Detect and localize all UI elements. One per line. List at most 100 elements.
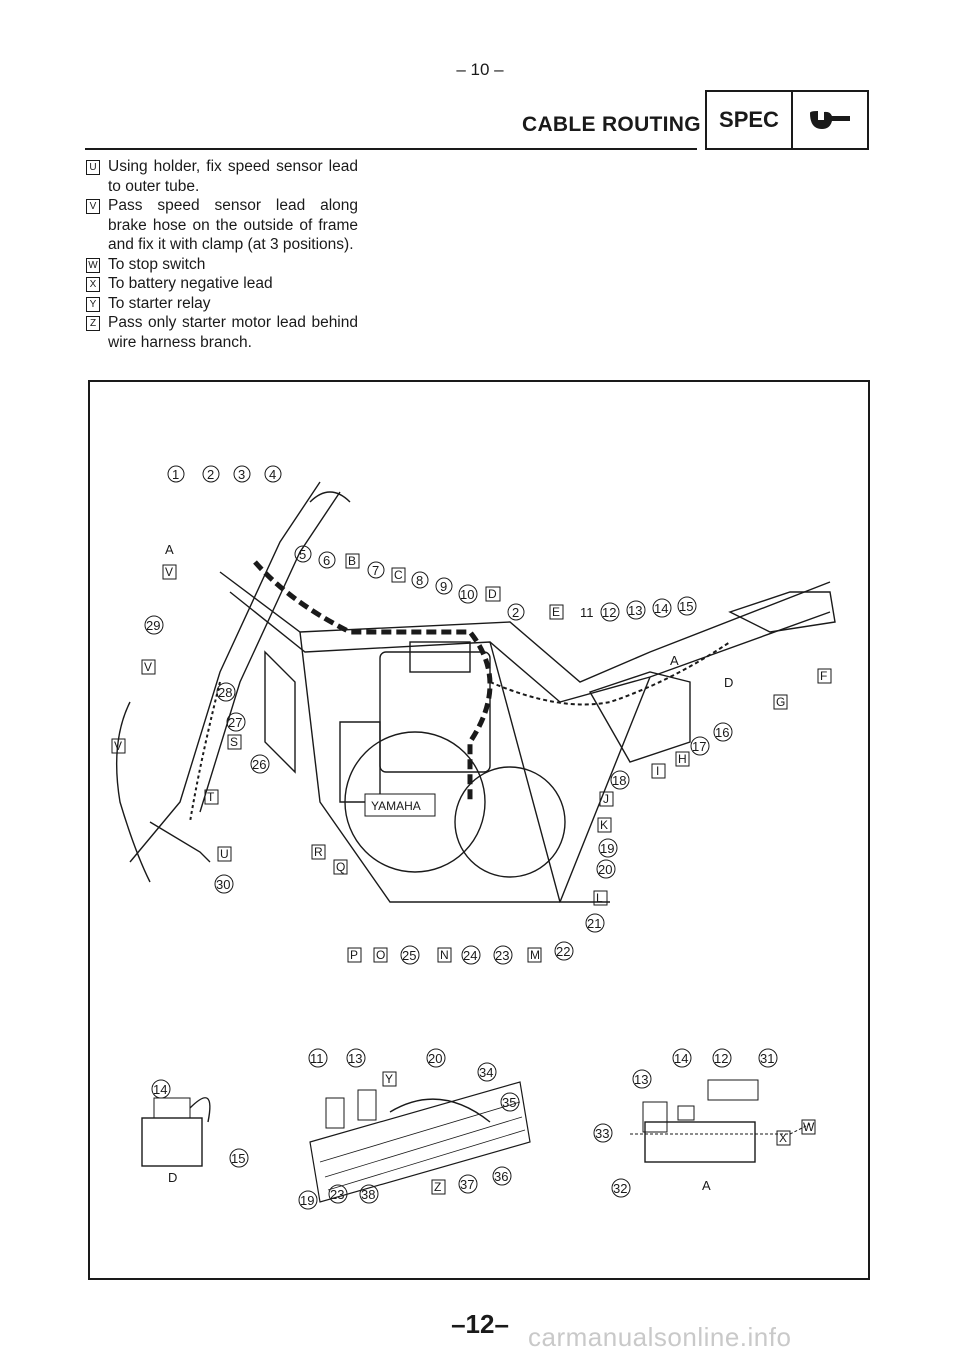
svg-text:19: 19	[300, 1193, 314, 1208]
note-item: W To stop switch	[86, 255, 358, 275]
svg-text:19: 19	[600, 841, 614, 856]
svg-text:23: 23	[495, 948, 509, 963]
svg-text:V: V	[165, 565, 173, 579]
svg-text:11: 11	[310, 1051, 324, 1066]
svg-text:P: P	[350, 948, 358, 962]
engine-badge	[364, 793, 436, 817]
note-text: To starter relay	[108, 294, 211, 312]
svg-text:14: 14	[654, 601, 668, 616]
page-number: – 10 –	[456, 60, 504, 79]
svg-text:14: 14	[153, 1082, 167, 1097]
svg-text:8: 8	[416, 573, 423, 588]
note-item: U Using holder, fix speed sensor lead to…	[86, 157, 358, 196]
callouts-right: A D G F 16 17 H I 18 J K 19 20 L 21	[585, 653, 832, 933]
detail-mid: 11 13 Y 20 34 35 36 37 Z 38 23 19	[298, 1048, 531, 1210]
svg-text:12: 12	[714, 1051, 728, 1066]
svg-text:20: 20	[598, 862, 612, 877]
svg-text:9: 9	[440, 579, 447, 594]
note-item: V Pass speed sensor lead along brake hos…	[86, 196, 358, 255]
svg-text:J: J	[603, 792, 609, 806]
callouts-row2: 5 6 B 7 C 8 9 10 D	[294, 545, 501, 604]
svg-text:36: 36	[494, 1169, 508, 1184]
svg-text:L: L	[596, 891, 603, 905]
wrench-icon	[793, 92, 867, 148]
note-text: Using holder, fix speed sensor lead to o…	[108, 158, 358, 195]
svg-text:D: D	[488, 587, 497, 601]
detail-d: 14 15 D	[141, 1079, 249, 1185]
callouts-bottom: P O 25 N 24 23 M 22	[347, 941, 574, 965]
note-item: X To battery negative lead	[86, 274, 358, 294]
svg-text:27: 27	[228, 715, 242, 730]
svg-text:13: 13	[634, 1072, 648, 1087]
note-item: Z Pass only starter motor lead behind wi…	[86, 313, 358, 352]
wire-harness	[189, 560, 731, 823]
svg-text:3: 3	[238, 467, 245, 482]
svg-text:M: M	[530, 948, 540, 962]
svg-text:S: S	[230, 735, 238, 749]
svg-text:1: 1	[172, 467, 179, 482]
svg-text:G: G	[776, 695, 785, 709]
svg-text:B: B	[348, 554, 356, 568]
callouts-top: 1 2 3 4	[167, 465, 282, 483]
svg-text:21: 21	[587, 916, 601, 931]
cable-routing-diagram: YAMAHA 1 2 3 4 5 6 B 7 C 8 9 10 D 2 E 11…	[88, 380, 870, 1280]
diagram-svg: YAMAHA 1 2 3 4 5 6 B 7 C 8 9 10 D 2 E 11…	[111, 465, 836, 1210]
note-text: Pass only starter motor lead behind wire…	[108, 314, 358, 351]
svg-text:31: 31	[760, 1051, 774, 1066]
svg-text:U: U	[220, 847, 229, 861]
callouts-row3: 2 E 11 12 13 14 15	[507, 596, 697, 622]
svg-text:28: 28	[218, 685, 232, 700]
svg-text:13: 13	[628, 603, 642, 618]
svg-text:Q: Q	[336, 860, 345, 874]
svg-text:18: 18	[612, 773, 626, 788]
svg-text:10: 10	[460, 587, 474, 602]
svg-text:37: 37	[460, 1177, 474, 1192]
svg-text:5: 5	[299, 547, 306, 562]
svg-text:T: T	[207, 790, 215, 804]
svg-text:Y: Y	[385, 1072, 393, 1086]
svg-text:4: 4	[269, 467, 276, 482]
note-text: Pass speed sensor lead along brake hose …	[108, 197, 358, 253]
title-rule	[85, 148, 697, 150]
detail-a: 14 12 31 13 33 X W 32 A	[593, 1048, 816, 1198]
svg-text:24: 24	[463, 948, 477, 963]
note-code: W	[86, 257, 100, 273]
svg-text:V: V	[144, 660, 152, 674]
note-code: Y	[86, 296, 100, 312]
note-code: U	[86, 160, 100, 175]
svg-text:H: H	[678, 752, 687, 766]
notes-list: U Using holder, fix speed sensor lead to…	[86, 157, 358, 352]
svg-text:34: 34	[479, 1065, 493, 1080]
svg-text:A: A	[670, 653, 679, 668]
callouts-left: A V 29 V 28 27 S 26 V T U 30	[111, 542, 270, 894]
svg-text:22: 22	[556, 944, 570, 959]
svg-text:38: 38	[361, 1187, 375, 1202]
svg-text:O: O	[376, 948, 385, 962]
svg-text:V: V	[114, 739, 122, 753]
svg-text:Z: Z	[434, 1180, 441, 1194]
svg-text:33: 33	[595, 1126, 609, 1141]
svg-text:16: 16	[715, 725, 729, 740]
svg-text:2: 2	[207, 467, 214, 482]
engine-brand: YAMAHA	[371, 799, 421, 813]
svg-text:R: R	[314, 845, 323, 859]
svg-text:N: N	[440, 948, 449, 962]
svg-text:30: 30	[216, 877, 230, 892]
svg-text:29: 29	[146, 618, 160, 633]
svg-text:17: 17	[692, 739, 706, 754]
svg-text:6: 6	[323, 553, 330, 568]
note-text: To battery negative lead	[108, 275, 273, 292]
svg-text:11: 11	[580, 605, 594, 620]
callouts-center: R Q	[311, 844, 348, 875]
svg-text:D: D	[724, 675, 733, 690]
svg-text:2: 2	[512, 605, 519, 620]
note-item: Y To starter relay	[86, 294, 358, 314]
svg-text:15: 15	[231, 1151, 245, 1166]
detail-a-label: A	[702, 1178, 711, 1193]
svg-text:I: I	[656, 764, 659, 778]
svg-text:15: 15	[679, 599, 693, 614]
page-title: CABLE ROUTING	[522, 113, 701, 136]
svg-text:E: E	[552, 605, 560, 619]
note-code: Z	[86, 316, 100, 331]
svg-text:X: X	[779, 1131, 787, 1145]
